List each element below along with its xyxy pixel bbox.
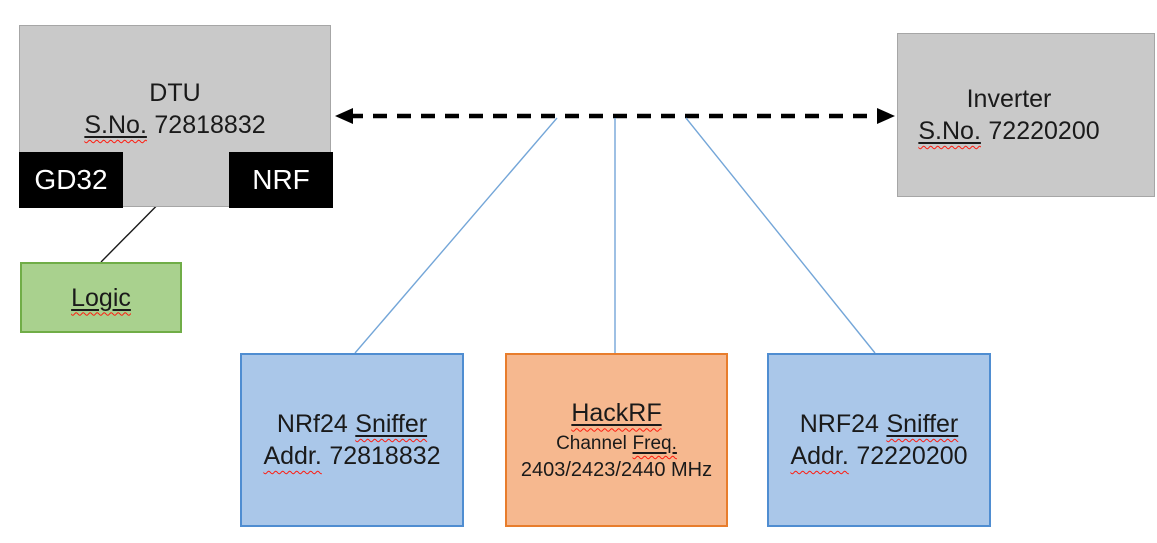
arrowhead-right-icon bbox=[877, 108, 895, 124]
sniffer-right-addr-line: Addr.72220200 bbox=[790, 442, 968, 470]
dtu-serial-label: S.No. bbox=[84, 111, 147, 139]
dtu-serial-line: S.No.72818832 bbox=[84, 109, 265, 141]
gd32-label: GD32 bbox=[34, 164, 108, 195]
hackrf-title: HackRF bbox=[571, 399, 662, 428]
dtu-inverter-dashed-link[interactable] bbox=[335, 108, 895, 124]
inverter-serial-line: S.No.72220200 bbox=[918, 115, 1099, 147]
logic-label: Logic bbox=[71, 283, 131, 312]
link-to-sniffer-left[interactable] bbox=[354, 117, 558, 354]
arrowhead-left-icon bbox=[335, 108, 353, 124]
inverter-serial-number: 72220200 bbox=[988, 117, 1100, 145]
logic-box[interactable]: Logic bbox=[20, 262, 182, 333]
inverter-box[interactable]: Inverter S.No.72220200 bbox=[897, 33, 1155, 197]
inverter-title: Inverter bbox=[966, 85, 1052, 113]
dtu-title: DTU bbox=[149, 79, 201, 107]
gd32-chip[interactable]: GD32 bbox=[19, 152, 123, 208]
dtu-serial-number: 72818832 bbox=[154, 111, 266, 139]
nrf-label: NRF bbox=[252, 164, 310, 195]
inverter-serial-label: S.No. bbox=[918, 117, 981, 145]
hackrf-frequencies: 2403/2423/2440 MHz bbox=[520, 458, 713, 481]
link-to-sniffer-right[interactable] bbox=[685, 117, 876, 354]
nrf-chip[interactable]: NRF bbox=[229, 152, 333, 208]
sniffer-left-addr-line: Addr.72818832 bbox=[263, 442, 441, 470]
